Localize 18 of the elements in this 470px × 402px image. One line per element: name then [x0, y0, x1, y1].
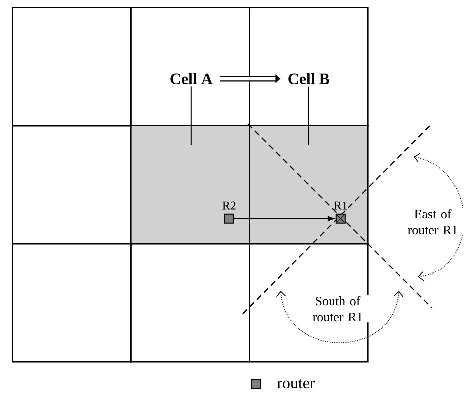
leader-line	[308, 86, 310, 146]
arrow	[234, 216, 334, 222]
grid-cell	[12, 243, 132, 363]
router-square	[336, 214, 346, 224]
shaded-cell	[249, 125, 369, 245]
shaded-cell	[130, 125, 250, 245]
cell-label: Cell B	[288, 73, 330, 84]
region-label: East of router R1	[401, 208, 465, 236]
region-label: South of router R1	[306, 295, 370, 323]
grid-cell	[12, 7, 132, 127]
grid-cell	[130, 243, 250, 363]
router-square	[224, 214, 234, 224]
legend-text: router	[278, 379, 316, 389]
grid-cell	[249, 243, 369, 363]
leader-line	[190, 86, 192, 146]
cell-label: Cell A	[170, 73, 213, 84]
router-label: R1	[334, 202, 348, 210]
router-label: R2	[222, 202, 236, 210]
